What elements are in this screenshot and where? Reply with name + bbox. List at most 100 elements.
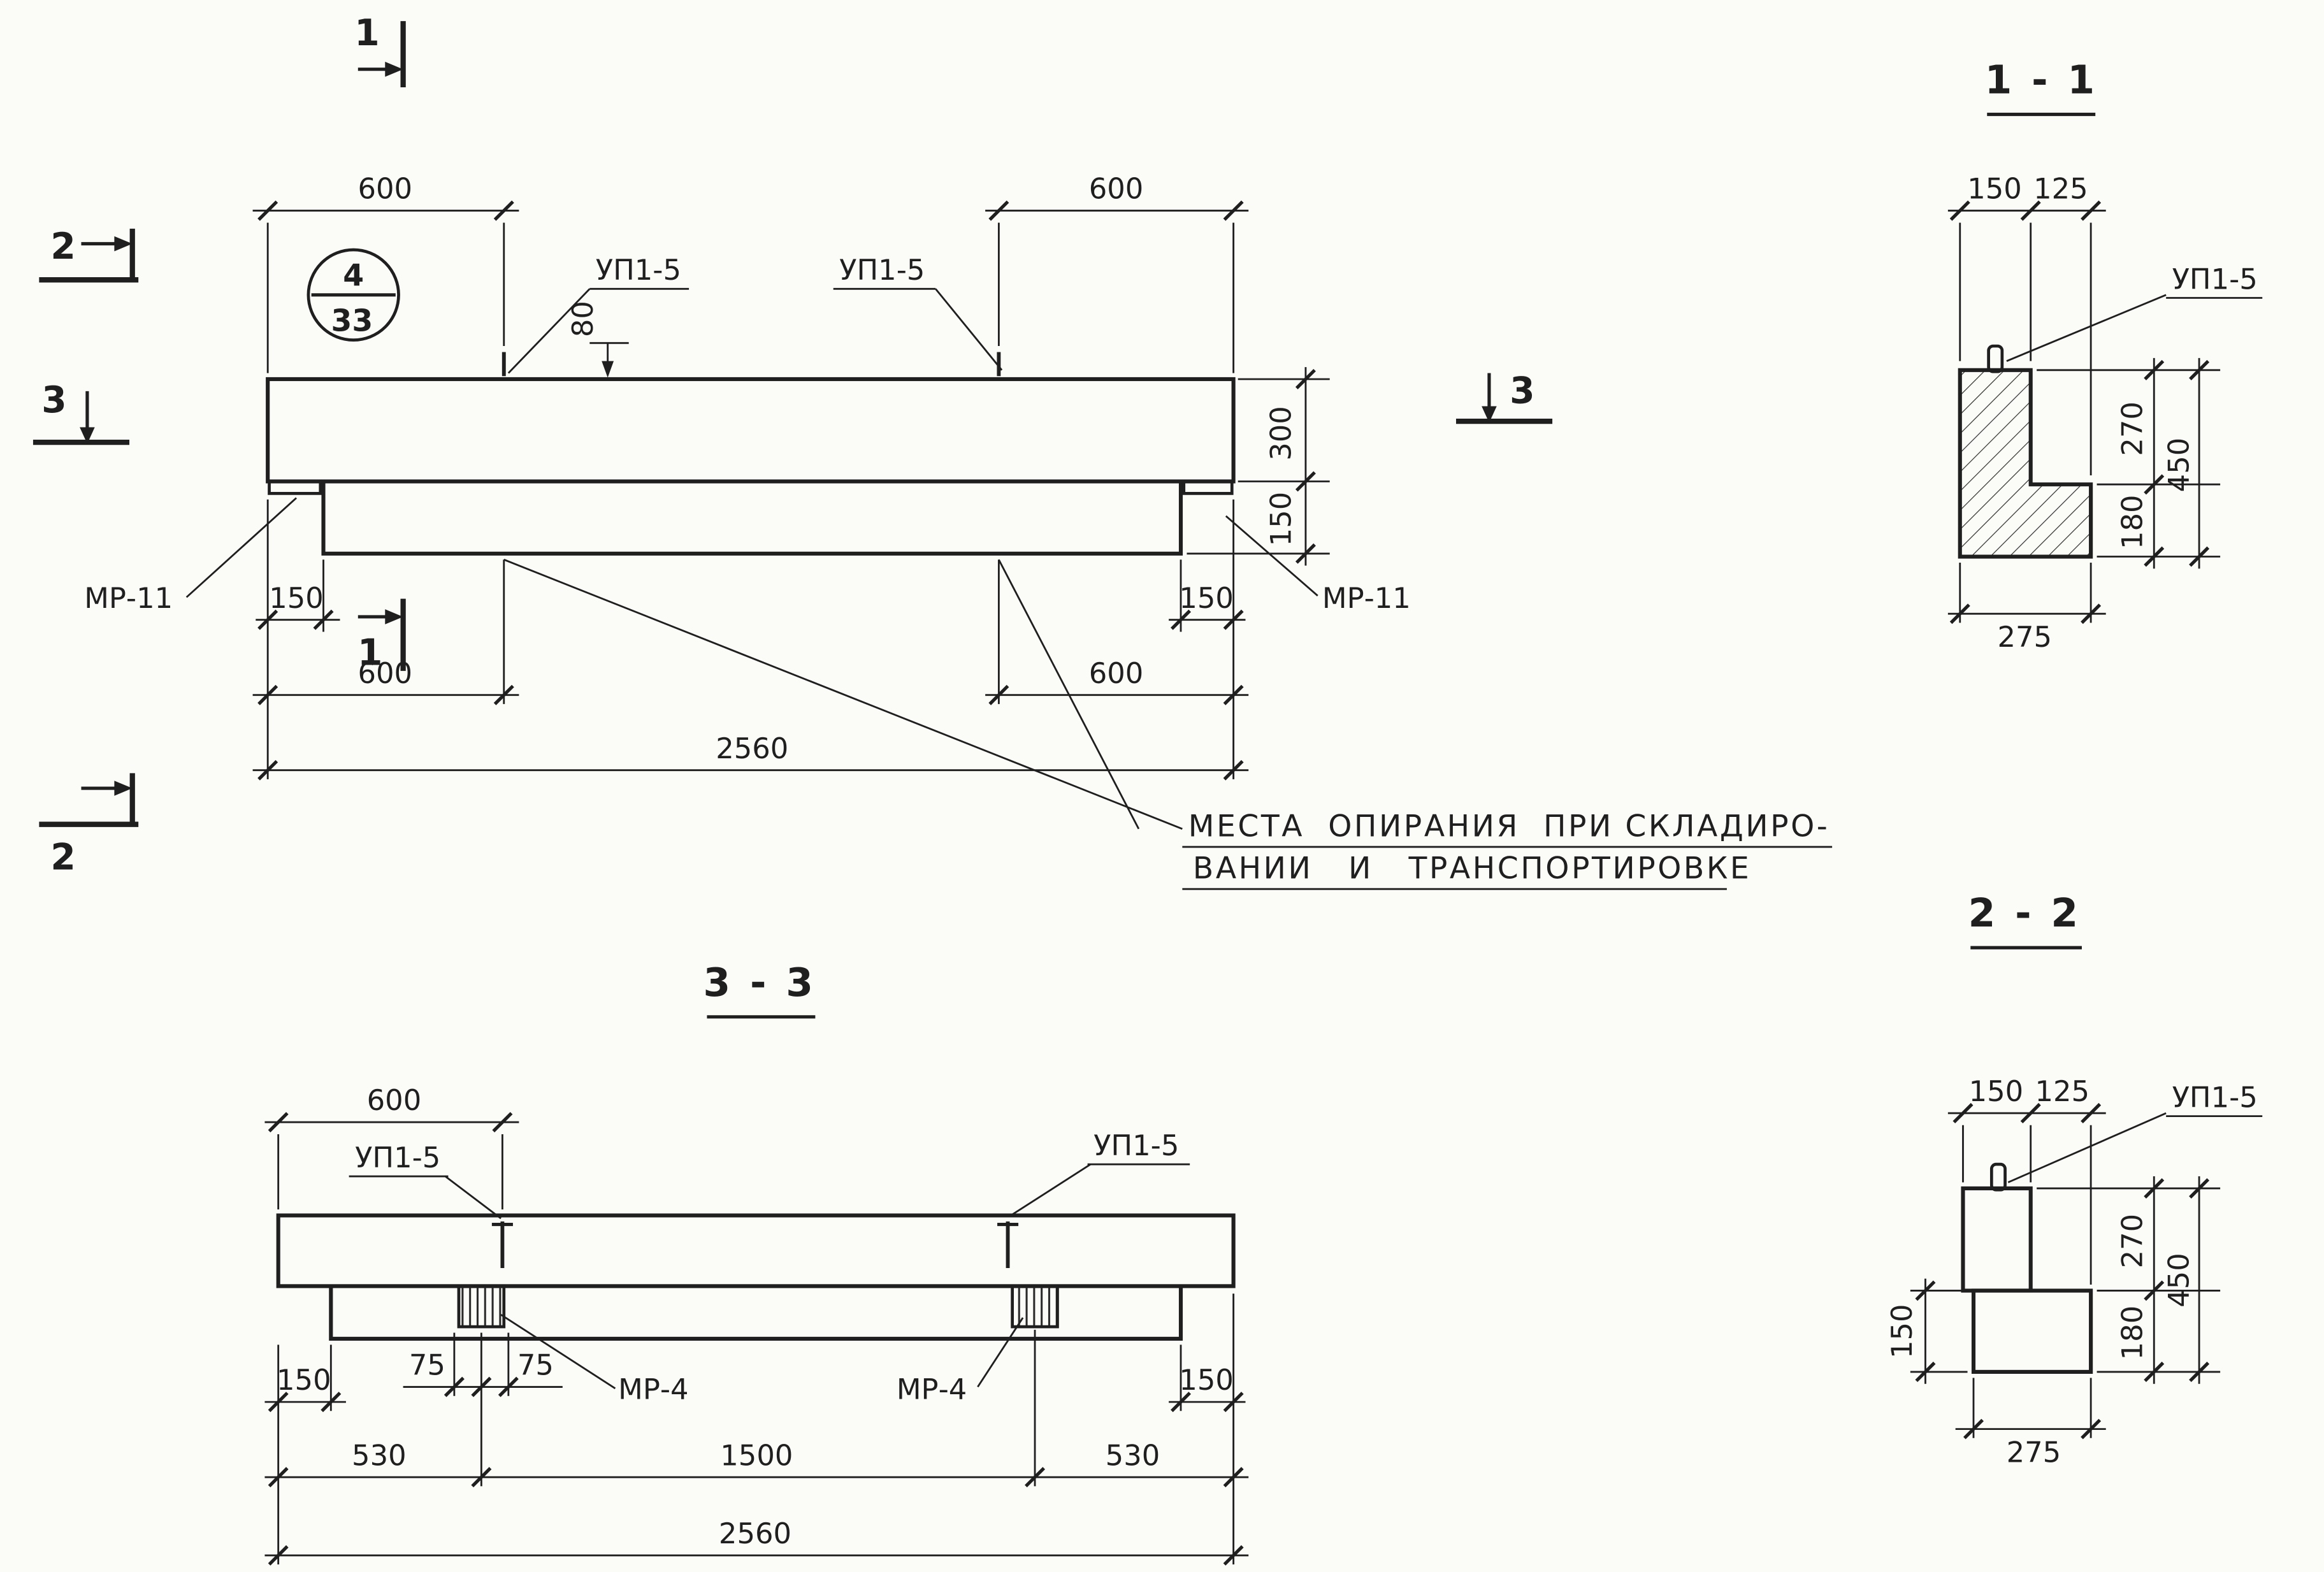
- cross-section-shape: [1958, 368, 2093, 559]
- mr11-label: МР-11: [1322, 581, 1411, 615]
- section-1-1-view: 1 - 1 150 125 УП1-5: [1947, 57, 2263, 654]
- dim-1-1-bottom: 275: [1947, 562, 2106, 654]
- cross-section-base: [1971, 1288, 2093, 1374]
- section-marker-1-top: 1: [354, 12, 406, 88]
- arrow-right-icon: [114, 781, 133, 796]
- label-mr4-right: МР-4: [897, 1317, 1024, 1406]
- label-up15-right: УП1-5: [833, 253, 1003, 371]
- section-marker-1-bottom: 1: [357, 598, 406, 674]
- label-mr4-left: МР-4: [500, 1314, 689, 1406]
- storage-note: МЕСТА ОПИРАНИЯ ПРИ СКЛАДИРО- ВАНИИ И ТРА…: [503, 558, 1833, 890]
- section-marker-3-right: 3: [1455, 370, 1553, 424]
- marker-3-right-label: 3: [1510, 370, 1534, 412]
- dim-value: 1500: [720, 1438, 793, 1472]
- dim-3-3-150-left: 150: [264, 1345, 346, 1413]
- section-marker-2-bottom: 2: [39, 773, 139, 879]
- dim-3-3-150-right: 150: [1169, 1345, 1246, 1413]
- dim-value: 450: [2162, 1253, 2196, 1308]
- arrow-down-icon: [80, 427, 95, 444]
- dim-2-2-top: 150 125: [1947, 1074, 2106, 1285]
- cross-section-stem: [1961, 1186, 2033, 1293]
- dim-value: 2560: [716, 732, 788, 765]
- dim-value: 150: [1885, 1304, 1919, 1359]
- dim-value: 270: [2115, 401, 2149, 456]
- dim-value: 150: [1179, 1363, 1234, 1397]
- beam-bottom-part: [321, 481, 1183, 556]
- dim-1-1-right: 270 180 450: [2037, 357, 2221, 569]
- dim-value: 270: [2115, 1214, 2149, 1269]
- anchor-bolt: [1987, 344, 2004, 373]
- note-line-1: МЕСТА ОПИРАНИЯ ПРИ СКЛАДИРО-: [1188, 809, 1830, 844]
- up15-label: УП1-5: [839, 253, 925, 287]
- up15-label: УП1-5: [1093, 1129, 1179, 1162]
- up15-label: УП1-5: [355, 1141, 440, 1174]
- label-up15-2-2: УП1-5: [2007, 1080, 2263, 1183]
- dim-3-3-total-2560: 2560: [264, 1517, 1249, 1566]
- dim-value: 530: [1106, 1438, 1160, 1472]
- dim-value: 600: [1089, 172, 1144, 206]
- label-mr11-right: МР-11: [1225, 515, 1411, 615]
- mr4-plate-right: [1011, 1285, 1059, 1329]
- dim-value: 125: [2035, 1074, 2089, 1108]
- label-up15-3-3-left: УП1-5: [349, 1141, 502, 1220]
- dim-value: 150: [1264, 492, 1297, 547]
- marker-3-left-label: 3: [41, 379, 66, 421]
- dim-value: 75: [409, 1348, 445, 1382]
- anchor-bolt: [1989, 1162, 2007, 1192]
- section-title: 1 - 1: [1985, 57, 2098, 103]
- section-marker-2-top: 2: [39, 226, 139, 283]
- section-title: 3 - 3: [703, 960, 816, 1006]
- arrow-right-icon: [385, 609, 403, 624]
- piece-mark-circle: 4 33: [307, 248, 400, 342]
- dim-value: 275: [1997, 620, 2052, 654]
- up15-label: УП1-5: [2172, 1080, 2258, 1114]
- dim-value: 80: [566, 301, 600, 337]
- mr4-plate-left: [457, 1285, 506, 1329]
- mr4-label: МР-4: [897, 1372, 967, 1406]
- label-mr11-left: МР-11: [84, 497, 297, 615]
- dim-value: 600: [367, 1083, 422, 1117]
- dim-value: 275: [2007, 1436, 2061, 1469]
- mr4-label: МР-4: [618, 1372, 688, 1406]
- dim-150-bottom-right: 150: [1169, 559, 1246, 632]
- dim-value: 180: [2115, 1306, 2149, 1360]
- mr11-plate-right: [1182, 480, 1234, 495]
- dim-value: 530: [352, 1438, 407, 1472]
- arrow-right-icon: [114, 236, 133, 252]
- main-elevation-view: 1 2 3 3 1: [32, 12, 1833, 890]
- beam-outline-3-3: [276, 1213, 1236, 1341]
- dim-total-2560: 2560: [252, 499, 1249, 781]
- up15-label: УП1-5: [2172, 262, 2258, 296]
- beam-bottom-part: [329, 1286, 1183, 1341]
- dim-value: 180: [2115, 494, 2149, 549]
- dim-3-3-top-600: 600: [264, 1083, 519, 1209]
- section-2-2-view: 2 - 2 150 125 УП1-5 150: [1885, 891, 2263, 1469]
- dim-600-bottom-right: 600: [985, 559, 1249, 705]
- marker-2-top-label: 2: [50, 226, 75, 268]
- marker-2-bottom-label: 2: [50, 837, 75, 879]
- mr11-label: МР-11: [84, 581, 173, 615]
- dim-3-3-75-75: 75 75: [403, 1332, 563, 1397]
- section-marker-3-left: 3: [32, 379, 130, 445]
- dim-80: 80: [566, 301, 629, 378]
- up15-label: УП1-5: [596, 253, 681, 287]
- arrow-down-icon: [602, 361, 614, 378]
- marker-1-top-label: 1: [354, 12, 379, 54]
- dim-600-bottom-left: 600: [252, 559, 519, 705]
- dim-value: 600: [358, 656, 413, 690]
- dim-2-2-right: 270 180 450: [2037, 1176, 2221, 1384]
- dim-1-1-top: 150 125: [1947, 172, 2106, 476]
- dim-value: 150: [269, 581, 324, 615]
- dim-value: 125: [2033, 172, 2088, 206]
- note-line-2: ВАНИИ И ТРАНСПОРТИРОВКЕ: [1193, 851, 1751, 886]
- dim-value: 150: [1179, 581, 1234, 615]
- arrow-right-icon: [385, 61, 403, 77]
- dim-top-right-600: 600: [985, 172, 1249, 373]
- dim-right-300-150: 300 150: [1187, 367, 1330, 566]
- dim-value: 300: [1264, 406, 1297, 461]
- dim-value: 450: [2162, 438, 2196, 493]
- dim-value: 150: [1969, 1074, 2024, 1108]
- mr11-plate-left: [268, 480, 322, 495]
